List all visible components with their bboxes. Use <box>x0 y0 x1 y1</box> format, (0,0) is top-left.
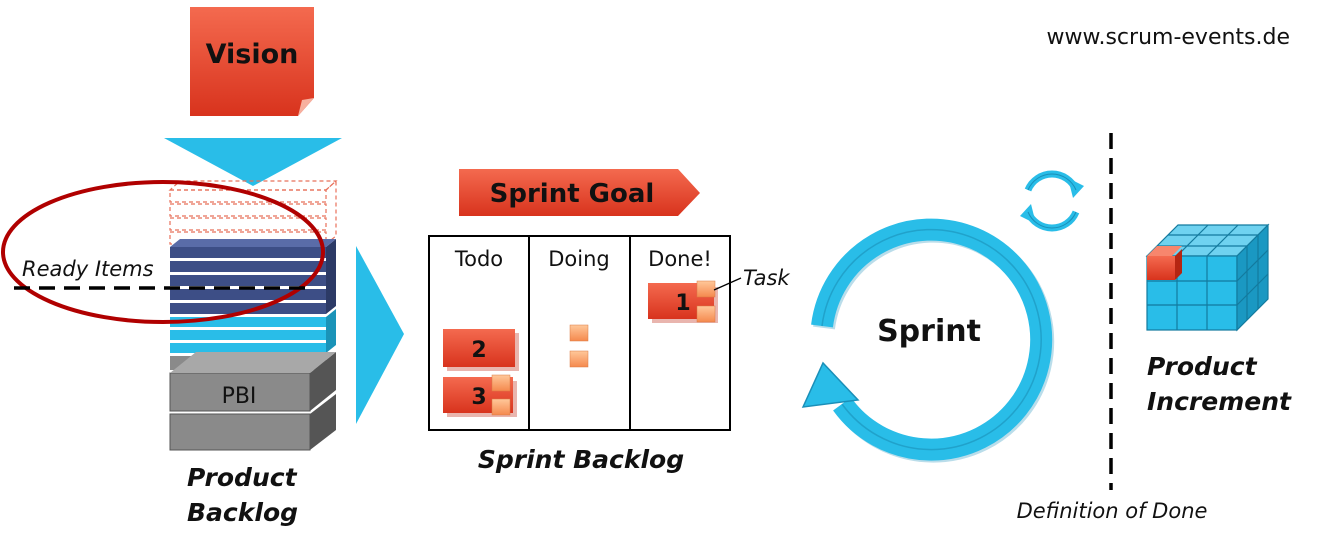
card-number-3: 3 <box>471 385 486 410</box>
column-done: Done! <box>648 247 712 271</box>
vision-label: Vision <box>206 39 299 70</box>
product-increment-title-1: Product <box>1147 352 1258 381</box>
doing-task-2 <box>569 350 589 368</box>
pbi-label: PBI <box>222 384 257 409</box>
card-number-1: 1 <box>675 291 690 316</box>
backlog-to-sprint-arrow <box>356 246 404 424</box>
daily-cycle-icon <box>1020 170 1084 232</box>
ready-items-label: Ready Items <box>22 257 154 281</box>
backlog-card-3: 3 <box>443 374 517 417</box>
definition-of-done-label: Definition of Done <box>1017 499 1208 523</box>
backlog-card-1: 1 <box>648 280 718 323</box>
task-pointer <box>713 277 742 291</box>
sprint-label: Sprint <box>877 314 981 349</box>
product-increment-cube <box>1145 223 1270 332</box>
sprint-goal-label: Sprint Goal <box>490 179 655 209</box>
sprint-goal-banner: Sprint Goal <box>459 169 700 216</box>
vision-arrow-down <box>164 138 342 186</box>
doing-task-1 <box>569 324 589 342</box>
website-label: www.scrum-events.de <box>1047 25 1290 50</box>
task-label: Task <box>743 266 790 290</box>
product-increment-title-2: Increment <box>1147 387 1292 416</box>
product-backlog-title-2: Backlog <box>187 498 298 527</box>
column-doing: Doing <box>548 247 610 271</box>
sprint-backlog-title: Sprint Backlog <box>478 445 684 474</box>
backlog-card-2: 2 <box>443 329 519 371</box>
sprint-backlog-board: Todo Doing Done! 2 3 1 <box>428 235 731 431</box>
ready-items-ellipse <box>1 180 325 324</box>
card-number-2: 2 <box>471 338 486 363</box>
column-todo: Todo <box>454 247 503 271</box>
sprint-cycle-arrow <box>801 218 1055 463</box>
product-backlog-title-1: Product <box>187 463 298 492</box>
product-backlog-stack: PBI <box>168 179 338 451</box>
vision-note: Vision <box>190 7 314 116</box>
